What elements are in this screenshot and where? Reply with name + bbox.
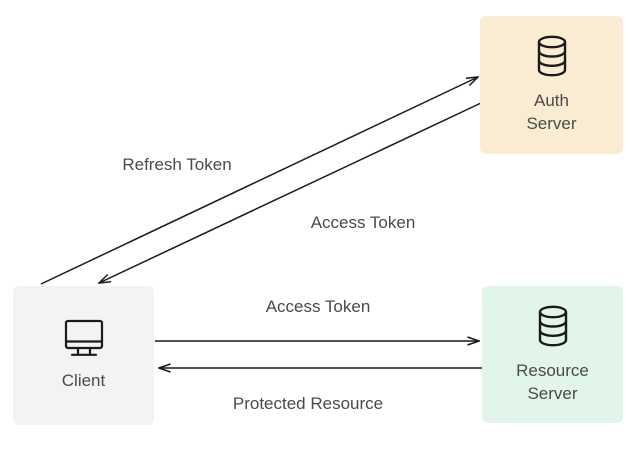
node-label-resource-server: Resource Server — [516, 360, 589, 403]
edge-label-protected-resource: Protected Resource — [232, 394, 384, 413]
database-icon — [538, 305, 567, 346]
edge-label-access-token-from-auth: Access Token — [310, 213, 416, 232]
arrow-refresh-token — [40, 77, 478, 285]
node-label-auth-server: Auth Server — [526, 91, 577, 133]
arrow-access-token-from-auth — [99, 102, 482, 283]
node-resource-server: Resource Server — [482, 286, 623, 423]
edge-label-access-token-to-resource: Access Token — [265, 297, 371, 316]
node-client: Client — [13, 286, 154, 425]
monitor-icon — [64, 319, 103, 356]
edge-label-refresh-token: Refresh Token — [122, 155, 232, 174]
node-auth-server: Auth Server — [480, 16, 623, 154]
database-icon — [537, 35, 566, 77]
node-label-client: Client — [61, 371, 106, 390]
